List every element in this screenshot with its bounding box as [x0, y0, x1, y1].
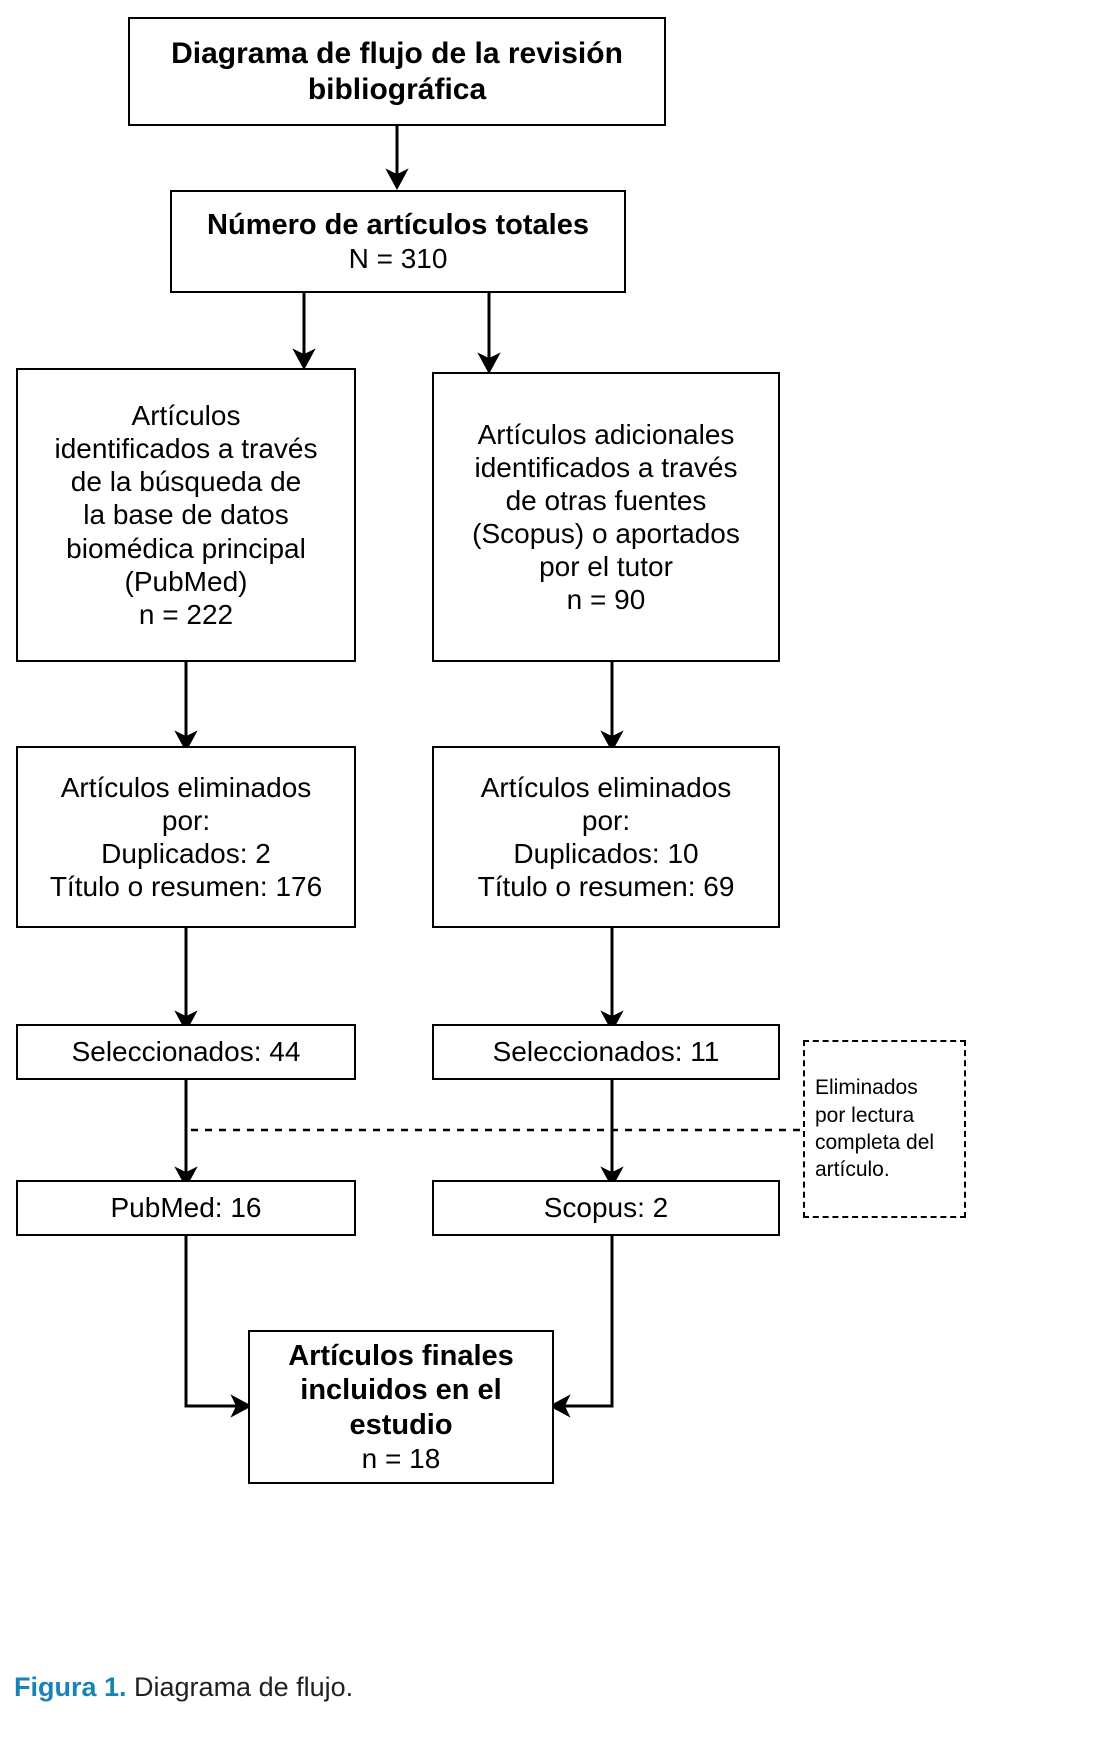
- right-source-count: n = 90: [566, 584, 646, 616]
- node-total-articles: Número de artículos totales N = 310: [170, 190, 626, 293]
- left-source-line-5: biomédica principal: [66, 532, 306, 564]
- left-source-line-2: identificados a través: [54, 433, 318, 465]
- right-source-line-3: de otras fuentes: [505, 484, 707, 516]
- arrow-pubmed-to-included: [184, 1236, 252, 1418]
- right-source-line-5: por el tutor: [539, 551, 673, 583]
- node-final-pubmed: PubMed: 16: [16, 1180, 356, 1236]
- right-excluded-duplicates: Duplicados: 10: [513, 838, 699, 869]
- left-excluded-title-abstract: Título o resumen: 176: [49, 871, 323, 903]
- left-source-line-6: (PubMed): [124, 565, 248, 597]
- node-right-source-other: Artículos adicionales identificados a tr…: [432, 372, 780, 662]
- left-source-line-4: la base de datos: [83, 499, 289, 531]
- total-count: N = 310: [348, 243, 448, 275]
- right-excluded-line-2: por:: [581, 804, 631, 836]
- total-heading: Número de artículos totales: [207, 208, 589, 241]
- left-source-line-1: Artículos: [131, 400, 241, 432]
- node-right-selected: Seleccionados: 11: [432, 1024, 780, 1080]
- node-left-source-pubmed: Artículos identificados a través de la b…: [16, 368, 356, 662]
- left-excluded-line-2: por:: [161, 804, 211, 836]
- node-left-selected: Seleccionados: 44: [16, 1024, 356, 1080]
- final-scopus-label: Scopus: 2: [543, 1192, 669, 1224]
- arrow-scopus-to-included: [549, 1236, 614, 1418]
- note-line-2: por lectura: [815, 1103, 915, 1127]
- node-final-scopus: Scopus: 2: [432, 1180, 780, 1236]
- left-source-line-3: de la búsqueda de: [70, 466, 302, 498]
- figure-caption-text: Diagrama de flujo.: [126, 1672, 354, 1702]
- right-selected-label: Seleccionados: 11: [492, 1036, 720, 1068]
- note-line-1: Eliminados: [815, 1076, 918, 1100]
- figure-caption: Figura 1. Diagrama de flujo.: [14, 1672, 353, 1703]
- note-box-full-text-exclusions: Eliminados por lectura completa del artí…: [803, 1040, 966, 1218]
- included-line-1: Artículos finales: [288, 1340, 514, 1373]
- node-right-excluded: Artículos eliminados por: Duplicados: 10…: [432, 746, 780, 928]
- left-source-count: n = 222: [138, 598, 234, 630]
- included-count: n = 18: [361, 1442, 441, 1474]
- node-included-final: Artículos finales incluidos en el estudi…: [248, 1330, 554, 1484]
- note-line-4: artículo.: [815, 1158, 890, 1182]
- title-line-1: Diagrama de flujo de la revisión: [171, 37, 623, 71]
- node-title-box: Diagrama de flujo de la revisión bibliog…: [128, 17, 666, 126]
- included-line-2: incluidos en el: [300, 1374, 502, 1407]
- right-source-line-2: identificados a través: [474, 451, 738, 483]
- left-excluded-duplicates: Duplicados: 2: [101, 838, 271, 869]
- final-pubmed-label: PubMed: 16: [110, 1192, 262, 1224]
- right-excluded-line-1: Artículos eliminados: [480, 771, 732, 803]
- right-excluded-title-abstract: Título o resumen: 69: [477, 871, 735, 903]
- node-left-excluded: Artículos eliminados por: Duplicados: 2 …: [16, 746, 356, 928]
- included-line-3: estudio: [349, 1408, 453, 1441]
- right-source-line-1: Artículos adicionales: [477, 418, 735, 450]
- title-line-2: bibliográfica: [307, 72, 487, 106]
- left-excluded-line-1: Artículos eliminados: [60, 771, 312, 803]
- left-selected-label: Seleccionados: 44: [71, 1036, 301, 1068]
- note-line-3: completa del: [815, 1131, 935, 1154]
- right-source-line-4: (Scopus) o aportados: [472, 518, 740, 549]
- figure-caption-label: Figura 1.: [14, 1672, 127, 1702]
